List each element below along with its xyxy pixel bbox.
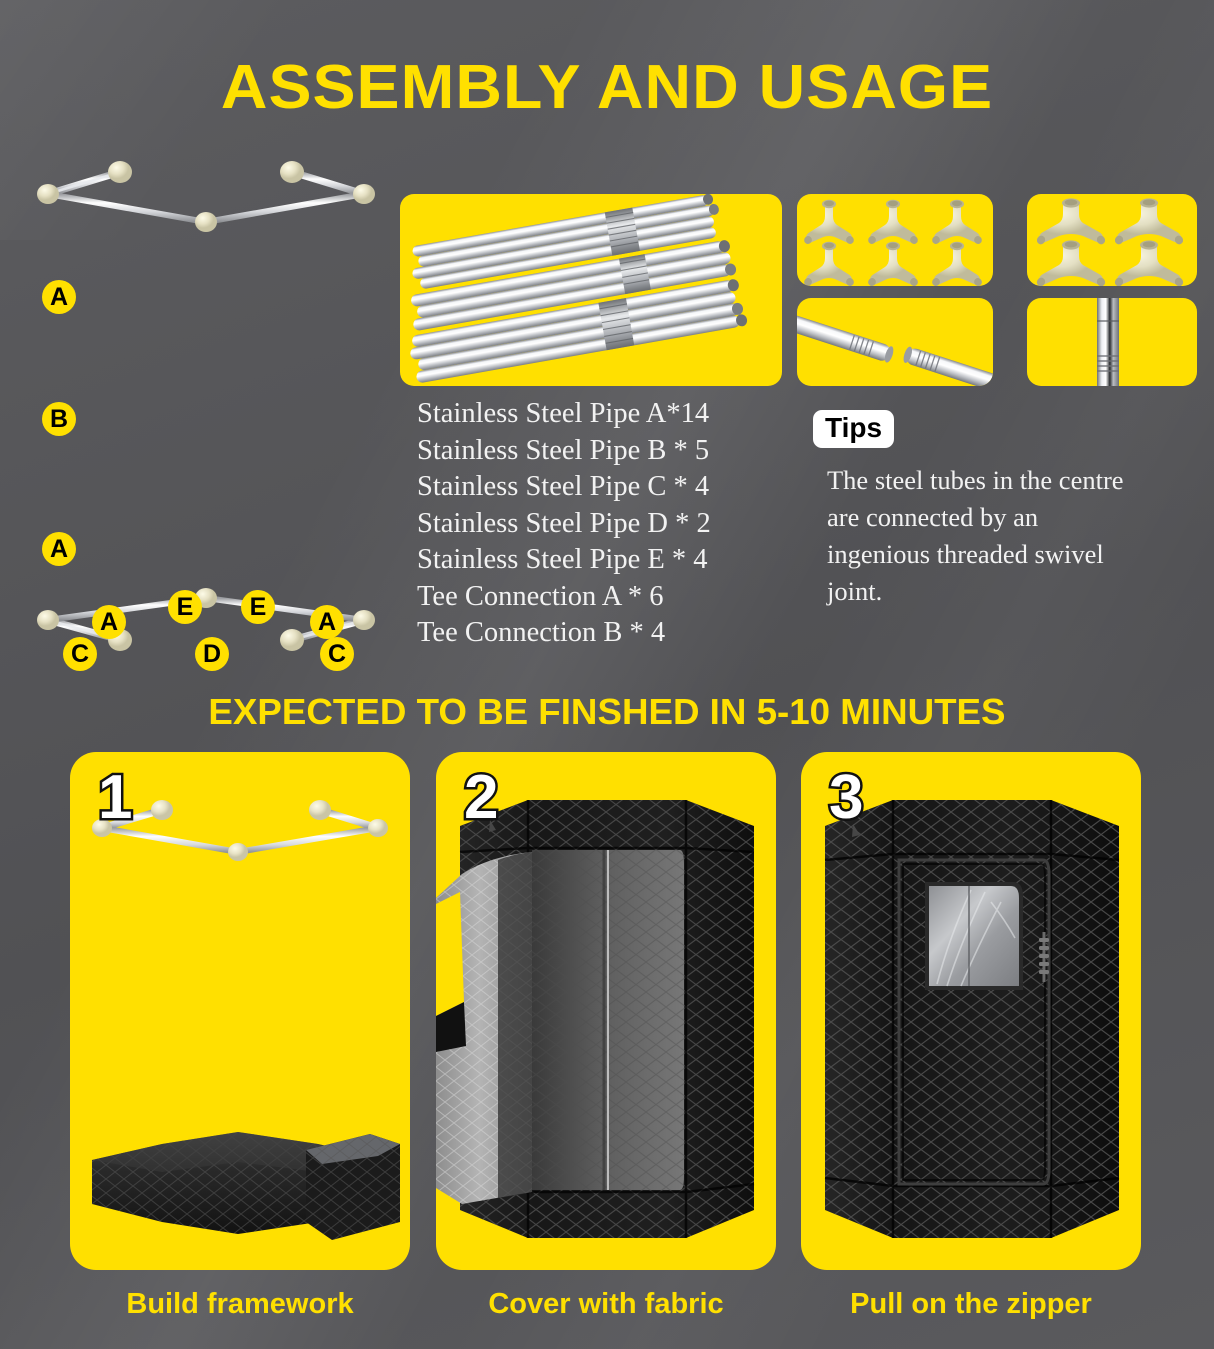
frame-wireframe-svg — [37, 161, 375, 651]
tee-connection-a-photo — [802, 199, 984, 286]
tee-connection-a-panel — [797, 194, 993, 286]
tee-connection-b-photo — [1035, 198, 1185, 286]
tips-badge: Tips — [813, 410, 895, 448]
step-card-1: 1 — [70, 752, 410, 1270]
pipe-bundle-panel — [400, 194, 782, 386]
frame-diagram: A B A A C E E D A C — [20, 150, 400, 680]
frame-label-b: B — [42, 402, 76, 436]
step-2-illustration — [436, 800, 755, 1238]
frame-label-e-left: E — [168, 590, 202, 624]
step-number-1: 1 — [95, 761, 135, 835]
parts-list-item: Tee Connection B * 4 — [417, 617, 666, 648]
threaded-joint-separated-photo — [797, 312, 993, 386]
parts-list-item: Stainless Steel Pipe C * 4 — [417, 471, 710, 502]
pipe-bundle-photo — [410, 194, 748, 383]
threaded-joint-assembled-panel — [1027, 298, 1197, 386]
frame-label-c-left: C — [63, 637, 97, 671]
expected-time-banner: EXPECTED TO BE FINSHED IN 5-10 MINUTES — [208, 691, 1006, 732]
threaded-joint-separated-panel — [797, 298, 993, 386]
parts-list-item: Stainless Steel Pipe D * 2 — [417, 507, 711, 539]
step-1-illustration — [92, 800, 400, 1240]
parts-list-item: Stainless Steel Pipe A*14 — [417, 398, 710, 429]
step-number-2: 2 — [461, 761, 501, 835]
step-number-3: 3 — [826, 761, 866, 835]
step-card-3: 3 — [801, 752, 1141, 1270]
frame-label-a-mid: A — [42, 532, 76, 566]
parts-list: Stainless Steel Pipe A*14 Stainless Stee… — [417, 396, 797, 652]
frame-label-a-bottom-right: A — [310, 605, 344, 639]
frame-label-a-bottom-left: A — [92, 605, 126, 639]
step-caption-2: Cover with fabric — [488, 1288, 724, 1320]
step-3-illustration — [824, 800, 1120, 1238]
parts-list-item: Stainless Steel Pipe E * 4 — [417, 544, 708, 575]
tips-body-text: The steel tubes in the centre are connec… — [827, 465, 1124, 606]
frame-label-a-top: A — [42, 280, 76, 314]
tee-connection-b-panel — [1027, 194, 1197, 286]
step-caption-1: Build framework — [126, 1288, 354, 1320]
frame-label-e-right: E — [241, 590, 275, 624]
parts-list-item: Stainless Steel Pipe B * 5 — [417, 434, 710, 466]
step-card-2: 2 — [436, 752, 776, 1270]
page-title: ASSEMBLY AND USAGE — [220, 53, 994, 122]
frame-label-c-right: C — [320, 637, 354, 671]
parts-list-item: Tee Connection A * 6 — [417, 580, 664, 612]
step-caption-3: Pull on the zipper — [850, 1288, 1092, 1320]
threaded-joint-assembled-photo — [1097, 298, 1119, 386]
frame-label-d: D — [195, 637, 229, 671]
